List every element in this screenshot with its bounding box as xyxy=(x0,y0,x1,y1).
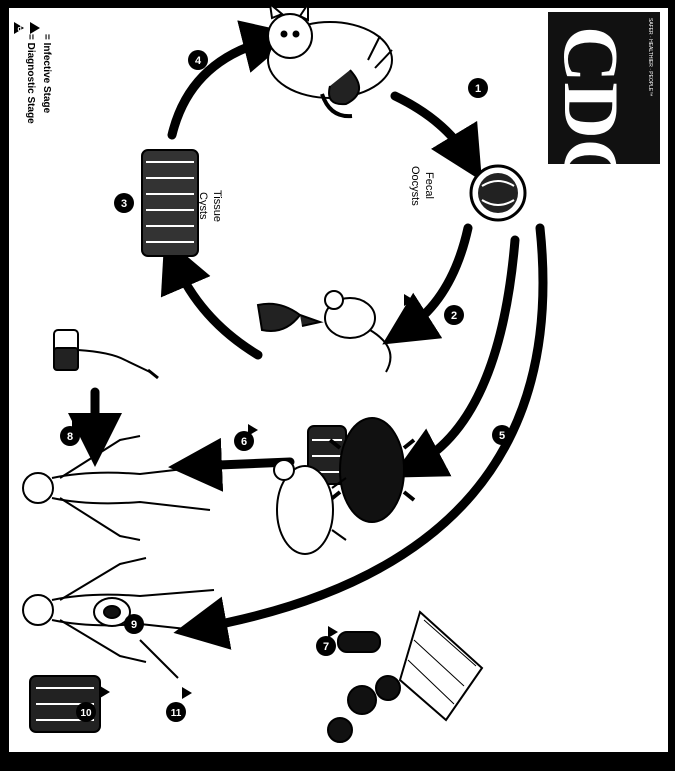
step-marker-10: 10 xyxy=(76,702,96,722)
label-tissue: Tissue xyxy=(211,190,223,222)
infective-marker-7 xyxy=(328,626,338,638)
svg-text:2: 2 xyxy=(451,310,457,322)
top-border xyxy=(0,0,675,8)
bird-tail xyxy=(300,315,320,326)
svg-text:6: 6 xyxy=(241,436,247,448)
step-marker-11: 11 xyxy=(166,702,186,722)
fruit-2 xyxy=(376,676,400,700)
cat-illustration xyxy=(268,4,392,116)
svg-text:1: 1 xyxy=(475,83,481,95)
arrow-tissue-cyst-to-cat xyxy=(172,40,270,135)
step-marker-5: 5 xyxy=(492,425,512,445)
step-marker-2: 2 xyxy=(444,305,464,325)
fetus-icon xyxy=(104,606,120,618)
sheep-head xyxy=(274,460,294,480)
cat-eye-right xyxy=(294,32,299,37)
cdc-logo: CDC SAFER · HEALTHIER · PEOPLE™ xyxy=(548,12,660,195)
svg-text:7: 7 xyxy=(323,641,329,653)
rodent-illustration xyxy=(325,291,390,372)
cat-head xyxy=(268,14,312,58)
diagnostic-marker-11 xyxy=(182,687,192,699)
mouse-head xyxy=(325,291,343,309)
fruit-3 xyxy=(328,718,352,742)
svg-text:11: 11 xyxy=(171,708,182,719)
arrow-rodent-to-tissue-cyst xyxy=(175,262,258,355)
pig-body xyxy=(340,418,404,522)
human-figure-upper xyxy=(23,436,210,540)
legend: = Infective Stage d = Diagnostic Stage xyxy=(14,22,52,124)
bird-body xyxy=(258,304,300,331)
svg-text:8: 8 xyxy=(67,431,73,443)
blood-transfusion-illustration xyxy=(54,330,158,378)
cat-eye-left xyxy=(282,32,287,37)
step-marker-1: 1 xyxy=(468,78,488,98)
human-upper-head xyxy=(23,473,53,503)
oocyst-inner xyxy=(478,173,518,213)
transfusion-line xyxy=(78,350,150,372)
cdc-logo-text: CDC xyxy=(548,26,635,195)
svg-text:3: 3 xyxy=(121,198,127,210)
svg-text:5: 5 xyxy=(499,430,505,442)
label-oocysts: Oocysts xyxy=(409,166,421,206)
step-marker-9: 9 xyxy=(124,614,144,634)
mouse-tail xyxy=(370,330,390,372)
cdc-logo-tagline: SAFER · HEALTHIER · PEOPLE™ xyxy=(647,18,653,96)
diagnostic-d-mark: d xyxy=(18,26,22,33)
pointer-line-11 xyxy=(140,640,178,678)
human-lower-head xyxy=(23,595,53,625)
label-fecal: Fecal xyxy=(423,172,435,199)
bottom-border xyxy=(0,752,675,771)
svg-text:10: 10 xyxy=(80,708,92,719)
bird-illustration xyxy=(258,304,320,331)
tissue-cyst xyxy=(142,150,198,256)
step-marker-4: 4 xyxy=(188,50,208,70)
fruit-1 xyxy=(348,686,376,714)
step-markers: 1 2 3 4 5 6 7 8 9 10 11 xyxy=(60,50,512,722)
legend-diagnostic: = Diagnostic Stage xyxy=(25,34,36,124)
infective-marker-rodent xyxy=(404,294,414,306)
legend-infective: = Infective Stage xyxy=(41,34,52,114)
arrow-cat-to-oocysts xyxy=(395,96,468,158)
step-marker-8: 8 xyxy=(60,426,80,446)
fecal-oocyst xyxy=(471,166,525,220)
human-figure-lower xyxy=(23,558,214,662)
tissue-cyst-body xyxy=(142,150,198,256)
infective-triangle-icon xyxy=(30,22,40,34)
diagnostic-marker-10 xyxy=(100,686,110,698)
svg-text:4: 4 xyxy=(195,55,202,67)
label-cysts: Cysts xyxy=(197,192,209,220)
needle-icon xyxy=(148,370,158,378)
step-marker-3: 3 xyxy=(114,193,134,213)
left-border xyxy=(0,0,9,771)
step-marker-7: 7 xyxy=(316,636,336,656)
svg-text:9: 9 xyxy=(131,619,137,631)
sandbox xyxy=(400,612,482,720)
food-water-illustration xyxy=(328,612,482,742)
right-border xyxy=(668,0,675,771)
water-pipe xyxy=(338,632,380,652)
step-marker-6: 6 xyxy=(234,431,254,451)
